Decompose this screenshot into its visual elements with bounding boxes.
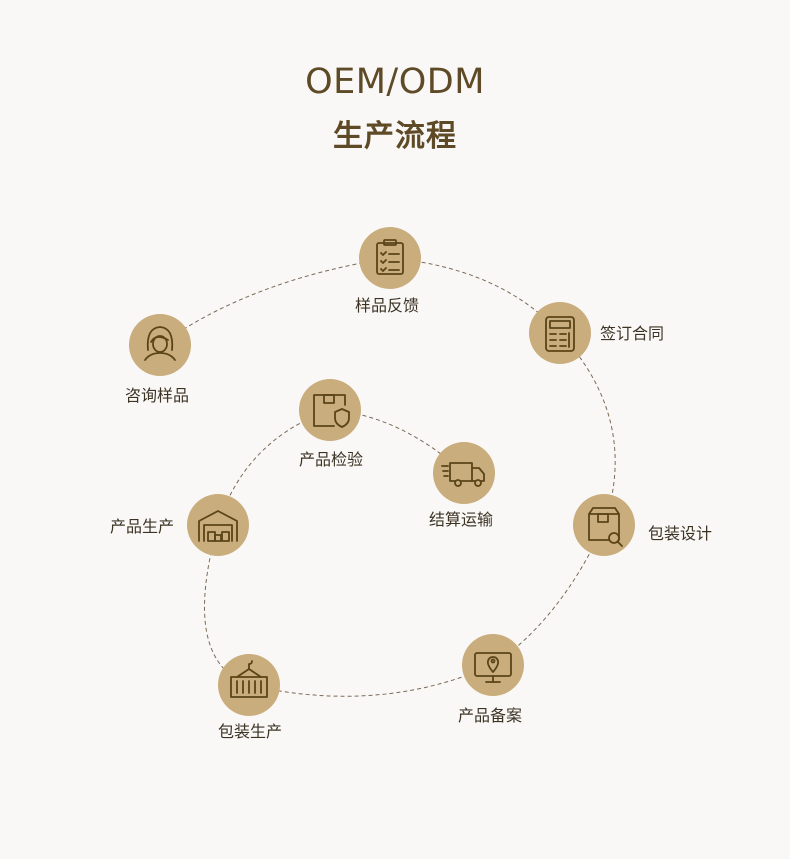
step-label-product-filing: 产品备案 [458, 706, 523, 725]
box-shield-icon [313, 394, 350, 428]
step-label-packaging-production: 包装生产 [218, 722, 283, 741]
step-node-sample-feedback [359, 227, 421, 289]
step-label-packaging-design: 包装设计 [648, 524, 713, 543]
title-english: OEM/ODM [305, 62, 485, 102]
step-label-sign-contract: 签订合同 [600, 324, 665, 343]
step-node-settlement-transport [433, 442, 495, 504]
title-chinese: 生产流程 [333, 119, 457, 154]
warehouse-icon [198, 510, 238, 542]
box-search-icon [588, 507, 623, 547]
calculator-icon [545, 316, 575, 352]
step-node-product-manufacturing [187, 494, 249, 556]
clipboard-checklist-icon [376, 239, 404, 275]
step-node-sign-contract [529, 302, 591, 364]
delivery-truck-icon [441, 462, 485, 487]
step-node-product-inspection [299, 379, 361, 441]
step-label-product-inspection: 产品检验 [299, 450, 364, 469]
step-label-consult-sample: 咨询样品 [125, 386, 190, 405]
step-label-settlement-transport: 结算运输 [429, 510, 494, 529]
step-node-consult-sample [129, 314, 191, 376]
woman-icon [144, 326, 176, 361]
step-label-product-manufacturing: 产品生产 [110, 517, 175, 536]
cargo-container-icon [230, 660, 268, 698]
step-node-packaging-production [218, 654, 280, 716]
step-label-sample-feedback: 样品反馈 [355, 296, 420, 315]
step-node-packaging-design [573, 494, 635, 556]
step-node-product-filing [462, 634, 524, 696]
monitor-location-icon [474, 652, 512, 683]
